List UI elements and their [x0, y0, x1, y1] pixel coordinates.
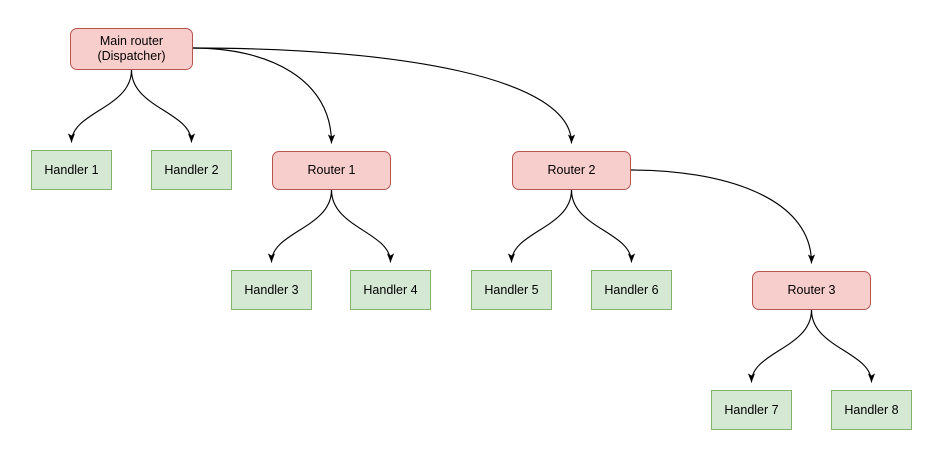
edge-router-2-to-router-3 [630, 169, 816, 264]
node-handler-8-label: Handler 8 [844, 402, 899, 417]
node-router-3-label: Router 3 [787, 283, 836, 298]
node-main-router-label: Main router (Dispatcher) [97, 34, 166, 63]
edge-router-2-to-handler-5 [507, 189, 573, 263]
node-handler-4[interactable]: Handler 4 [350, 270, 431, 310]
edge-main-to-handler-2 [130, 69, 196, 143]
edge-router-2-to-handler-6 [570, 189, 636, 263]
node-router-2-label: Router 2 [547, 163, 596, 178]
node-handler-4-label: Handler 4 [363, 282, 418, 297]
node-handler-3-label: Handler 3 [244, 282, 299, 297]
edge-router-1-to-handler-4 [330, 189, 395, 263]
node-handler-3[interactable]: Handler 3 [231, 270, 312, 310]
edge-main-to-router-1 [192, 47, 336, 144]
node-router-1[interactable]: Router 1 [272, 151, 391, 190]
node-router-2[interactable]: Router 2 [512, 151, 631, 190]
node-handler-8[interactable]: Handler 8 [831, 390, 912, 430]
node-main-router[interactable]: Main router (Dispatcher) [70, 28, 193, 70]
node-handler-2-label: Handler 2 [164, 162, 219, 177]
edge-main-to-handler-1 [67, 69, 133, 143]
node-handler-5[interactable]: Handler 5 [471, 270, 552, 310]
node-handler-5-label: Handler 5 [484, 282, 539, 297]
edge-main-to-router-2 [192, 47, 576, 144]
edge-group [67, 47, 876, 383]
node-router-3[interactable]: Router 3 [752, 271, 871, 310]
node-handler-6[interactable]: Handler 6 [591, 270, 672, 310]
edge-router-1-to-handler-3 [267, 189, 333, 263]
edge-router-3-to-handler-8 [810, 309, 876, 383]
node-router-1-label: Router 1 [307, 163, 356, 178]
node-handler-2[interactable]: Handler 2 [151, 150, 232, 190]
node-handler-1[interactable]: Handler 1 [31, 150, 112, 190]
node-handler-7-label: Handler 7 [724, 402, 779, 417]
node-handler-6-label: Handler 6 [604, 282, 659, 297]
node-handler-1-label: Handler 1 [44, 162, 99, 177]
edge-router-3-to-handler-7 [747, 309, 813, 383]
node-handler-7[interactable]: Handler 7 [711, 390, 792, 430]
